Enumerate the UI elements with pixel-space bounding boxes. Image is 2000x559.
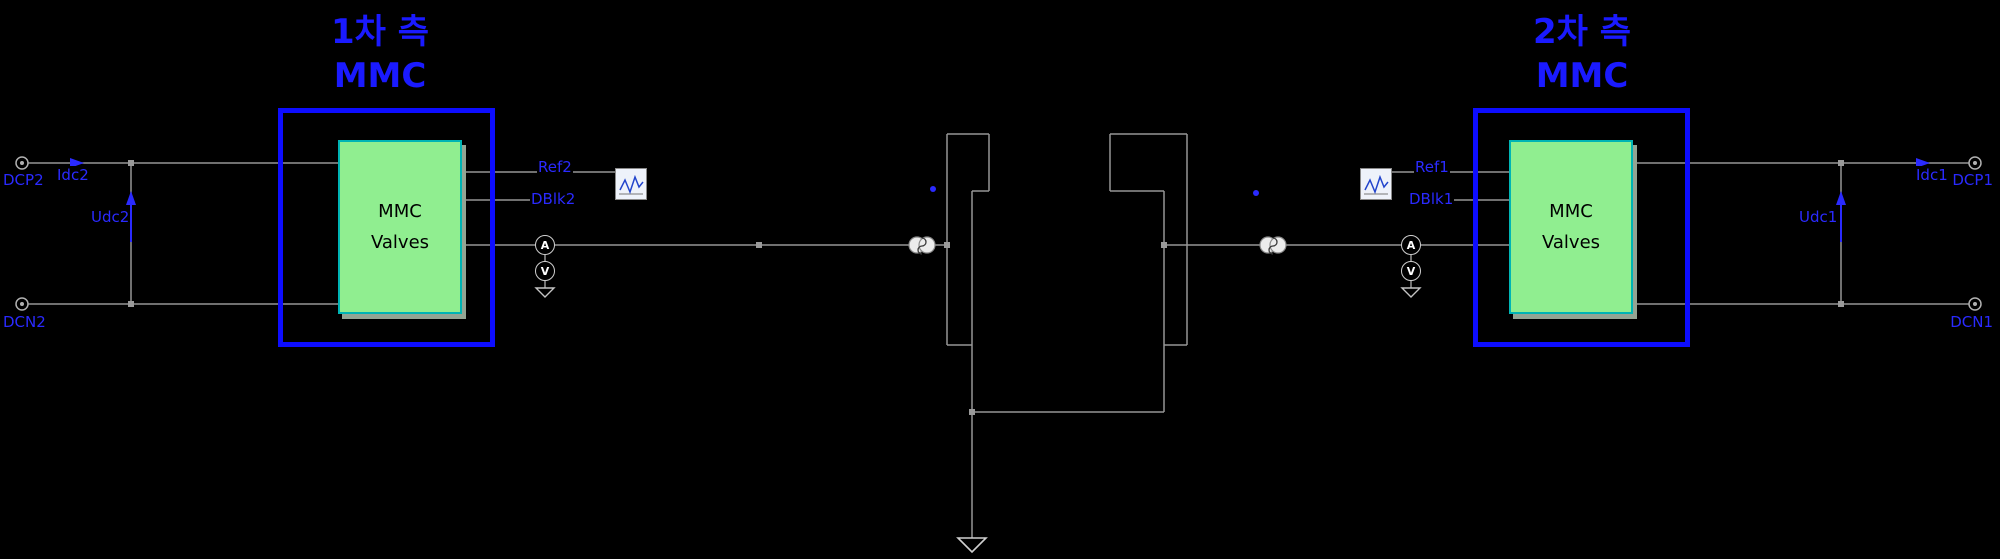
- right-valves-label-line1: MMC: [1549, 201, 1593, 222]
- left-udc-arrow[interactable]: [126, 191, 136, 242]
- right-voltmeter[interactable]: V: [1401, 261, 1421, 281]
- transformer-network-path[interactable]: [935, 133, 1260, 538]
- left-title: 1차 측 MMC: [331, 10, 429, 98]
- terminal-dcp1-dot: [1973, 161, 1977, 165]
- terminal-dcn2[interactable]: [15, 297, 29, 311]
- label-dcn1: DCN1: [1949, 313, 1994, 331]
- right-ground-triangle: [1400, 287, 1422, 298]
- right-mmc-valves-block[interactable]: MMC Valves: [1509, 140, 1633, 314]
- left-title-line2: MMC: [333, 56, 427, 96]
- right-title-line1: 2차 측: [1532, 12, 1632, 52]
- terminal-dcp1[interactable]: [1968, 156, 1982, 170]
- right-ammeter-letter: A: [1406, 238, 1416, 252]
- terminal-dcp2-dot: [20, 161, 24, 165]
- left-udc-arrow-head: [126, 191, 136, 205]
- left-ground-symbol[interactable]: [534, 287, 556, 298]
- left-voltmeter-letter: V: [540, 264, 550, 278]
- right-title: 2차 측 MMC: [1533, 10, 1631, 98]
- left-valves-label-line2: Valves: [370, 232, 430, 253]
- center-ground-triangle: [956, 537, 988, 554]
- right-ac-wire-path[interactable]: [1286, 244, 1509, 288]
- label-idc2: Idc2: [56, 166, 90, 184]
- left-transformer-polarity-dot: [930, 186, 936, 192]
- left-ammeter-letter: A: [540, 238, 550, 252]
- junction-dot: [1838, 160, 1844, 166]
- left-mmc-frame[interactable]: [278, 108, 495, 347]
- left-ground-triangle: [534, 287, 556, 298]
- right-udc-arrow[interactable]: [1836, 191, 1846, 242]
- label-idc1: Idc1: [1915, 166, 1949, 184]
- label-ref1: Ref1: [1414, 158, 1450, 176]
- right-udc-arrow-head: [1836, 191, 1846, 205]
- left-ac-wire-path[interactable]: [462, 244, 909, 288]
- label-dcp2: DCP2: [2, 171, 45, 189]
- label-dblk1: DBlk1: [1408, 190, 1455, 208]
- left-mmc-valves-block[interactable]: MMC Valves: [338, 140, 462, 314]
- right-transformer-winding-curve: [1268, 237, 1278, 255]
- junction-dot: [756, 242, 762, 248]
- transformer-network-wires[interactable]: [935, 133, 1260, 538]
- left-scope-icon[interactable]: [615, 168, 647, 200]
- right-mmc-frame[interactable]: [1473, 108, 1690, 347]
- right-ac-wires[interactable]: [1286, 244, 1509, 288]
- junction-dot: [1161, 242, 1167, 248]
- terminal-dcn1[interactable]: [1968, 297, 1982, 311]
- label-dcn2: DCN2: [2, 313, 47, 331]
- right-scope-waveform-icon: [1364, 174, 1389, 195]
- junction-dot: [128, 301, 134, 307]
- junction-dot: [944, 242, 950, 248]
- right-transformer[interactable]: [1253, 190, 1287, 255]
- left-scope-waveform-icon: [619, 174, 644, 195]
- right-idc-arrow[interactable]: [1916, 158, 1930, 168]
- right-ground-symbol[interactable]: [1400, 287, 1422, 298]
- label-dcp1: DCP1: [1951, 171, 1994, 189]
- right-title-line2: MMC: [1535, 56, 1629, 96]
- left-ammeter[interactable]: A: [535, 235, 555, 255]
- left-transformer-coil-2[interactable]: [918, 236, 936, 254]
- junction-dots: [128, 160, 1844, 415]
- junction-dot: [1838, 301, 1844, 307]
- label-udc2: Udc2: [90, 208, 131, 226]
- label-ref2: Ref2: [537, 158, 573, 176]
- terminal-dcn2-dot: [20, 302, 24, 306]
- right-voltmeter-letter: V: [1406, 264, 1416, 278]
- center-ground-symbol[interactable]: [956, 537, 988, 554]
- left-idc-arrow[interactable]: [70, 158, 84, 168]
- terminal-dcp2[interactable]: [15, 156, 29, 170]
- left-transformer[interactable]: [908, 186, 936, 255]
- right-valves-label-line2: Valves: [1541, 232, 1601, 253]
- terminal-dcn1-dot: [1973, 302, 1977, 306]
- junction-dot: [128, 160, 134, 166]
- left-transformer-winding-curve: [917, 237, 927, 255]
- right-idc-arrow-head: [1916, 158, 1930, 168]
- left-valves-label-line1: MMC: [378, 201, 422, 222]
- left-voltmeter[interactable]: V: [535, 261, 555, 281]
- label-udc1: Udc1: [1798, 208, 1839, 226]
- right-scope-icon[interactable]: [1360, 168, 1392, 200]
- right-transformer-coil-2[interactable]: [1269, 236, 1287, 254]
- junction-dot: [969, 409, 975, 415]
- right-ammeter[interactable]: A: [1401, 235, 1421, 255]
- left-title-line1: 1차 측: [330, 12, 430, 52]
- right-transformer-polarity-dot: [1253, 190, 1259, 196]
- label-dblk2: DBlk2: [530, 190, 577, 208]
- left-idc-arrow-head: [70, 158, 84, 168]
- left-ac-wires[interactable]: [462, 244, 909, 288]
